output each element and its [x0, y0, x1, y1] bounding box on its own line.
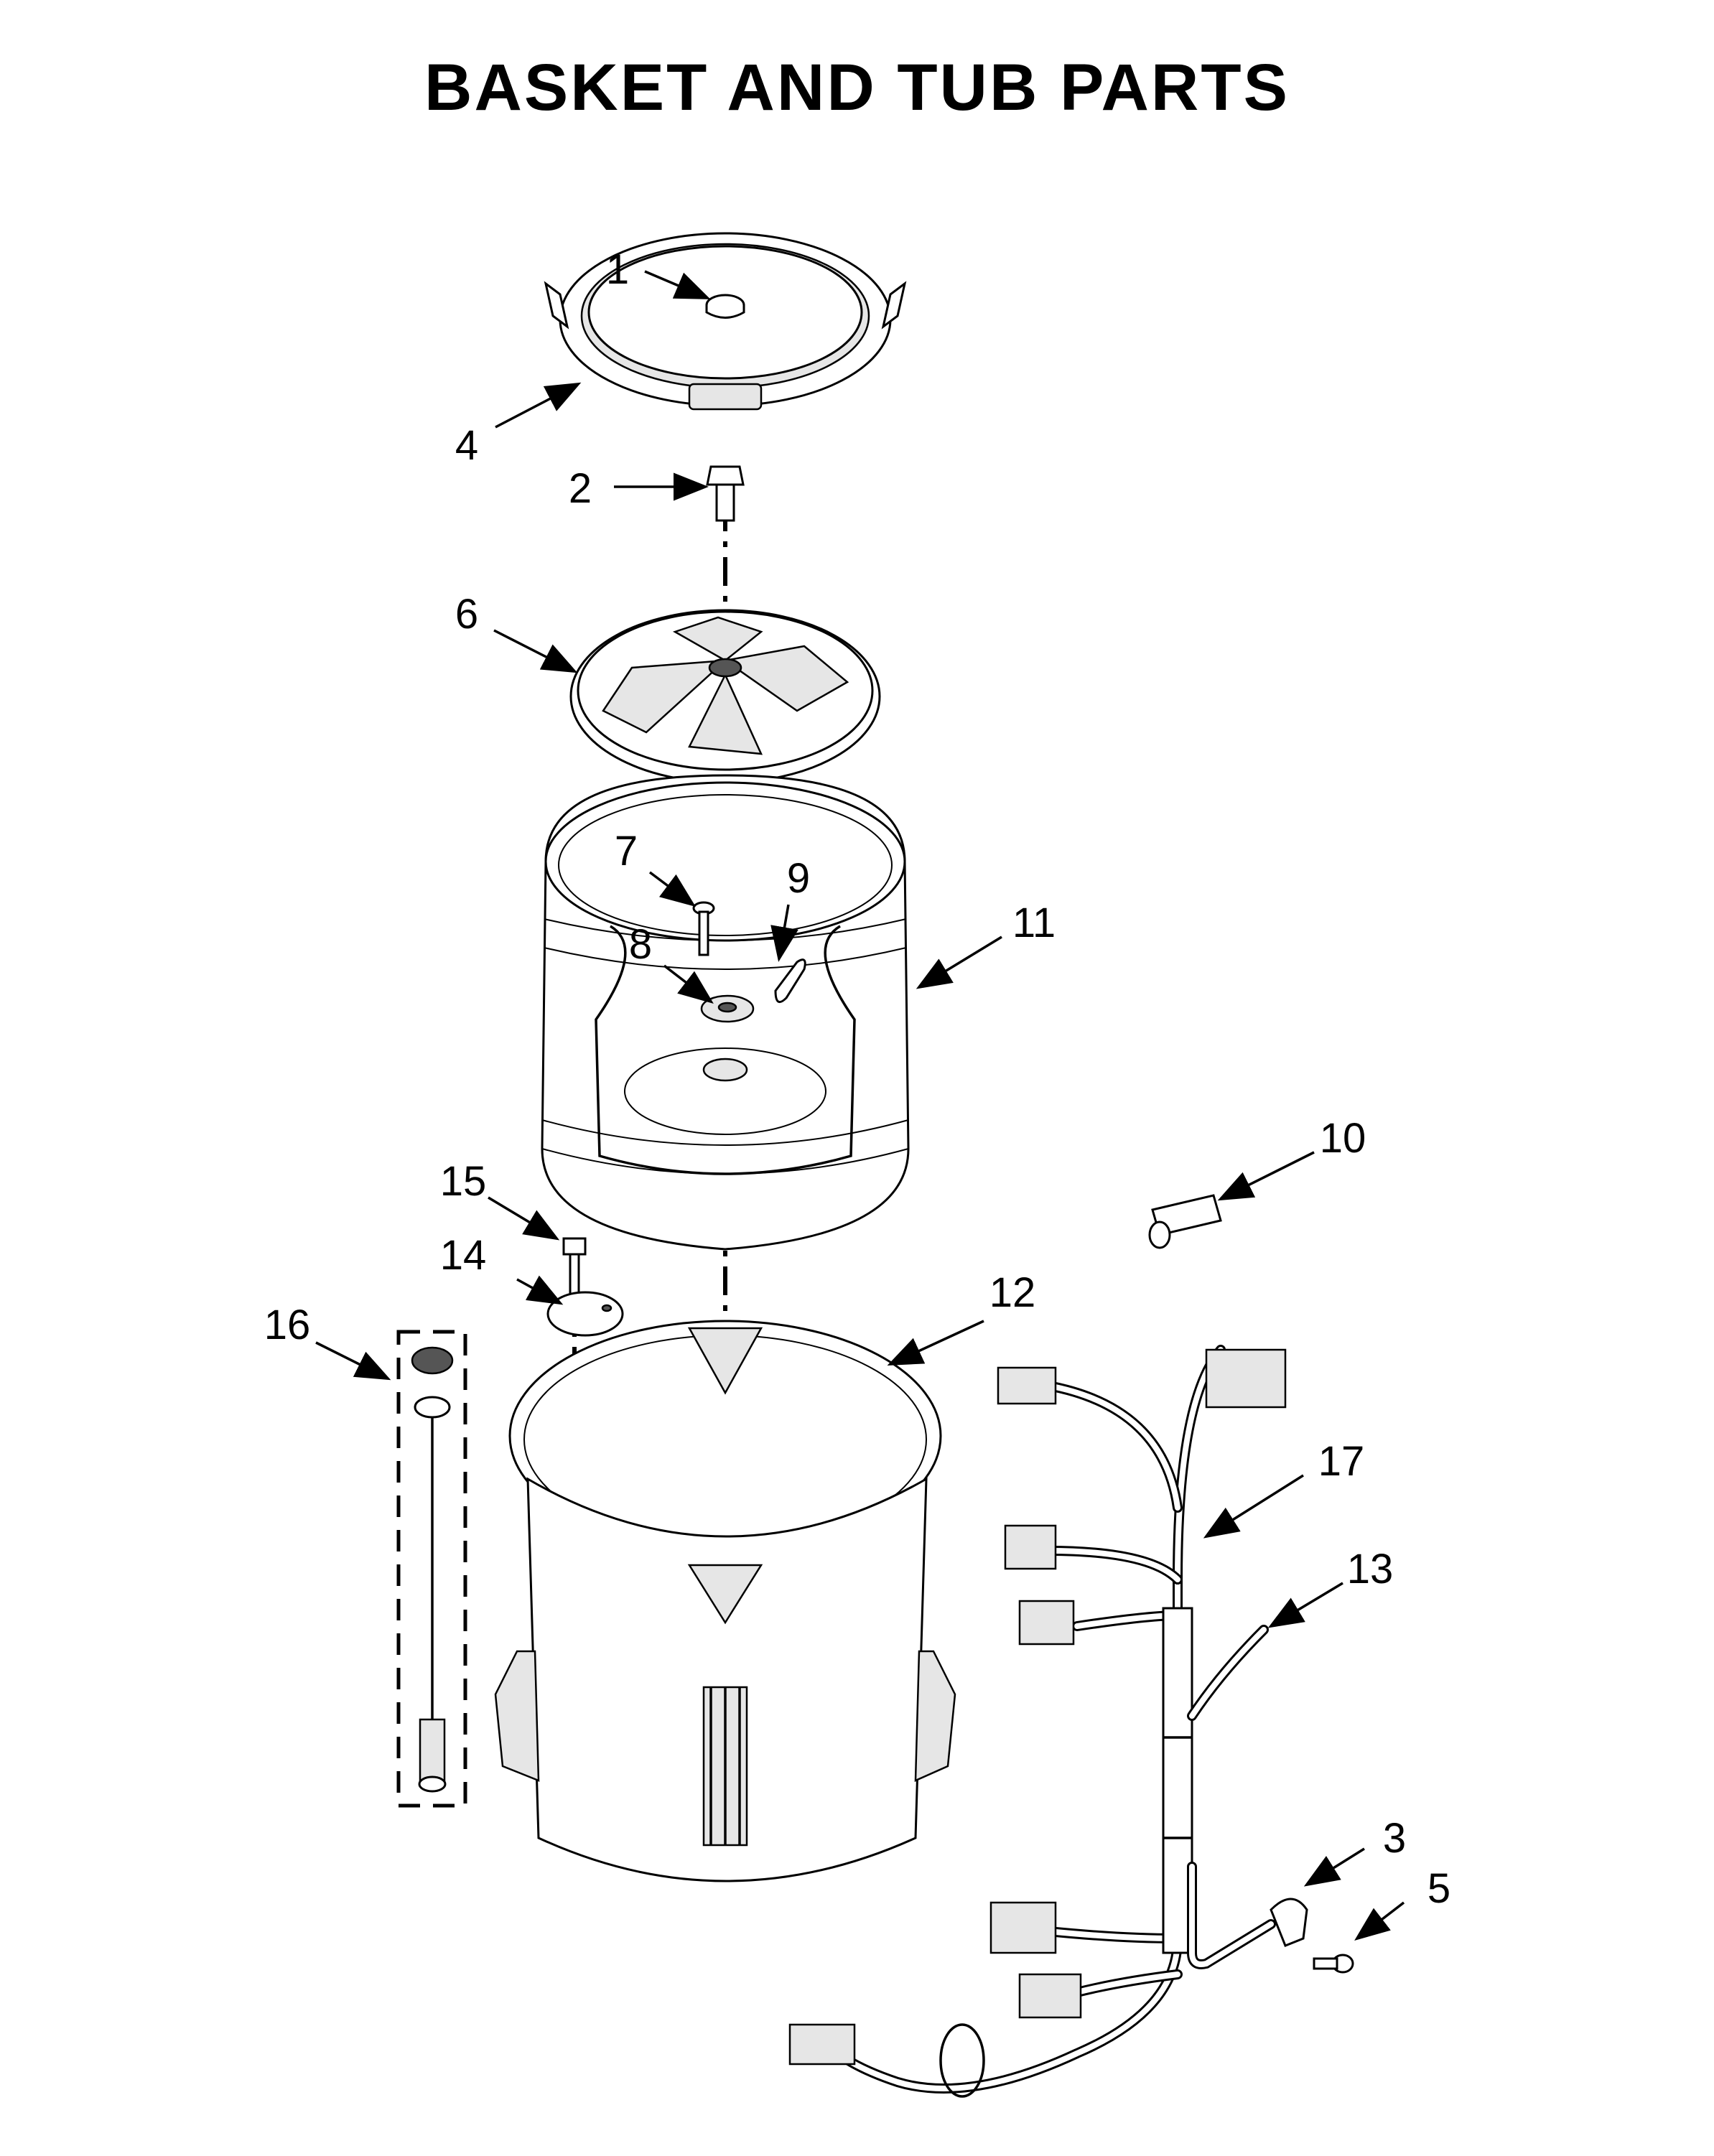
part-12-tub[interactable] [494, 1320, 956, 1882]
callout-10: 10 [1320, 1115, 1366, 1162]
part-7-screw[interactable] [692, 901, 715, 956]
leader-9 [770, 904, 798, 962]
callout-12: 12 [989, 1269, 1036, 1316]
callout-1: 1 [606, 246, 629, 293]
part-5-screw[interactable] [1313, 1954, 1354, 1974]
part-4-ring[interactable] [544, 232, 907, 411]
part-14-plate[interactable] [546, 1291, 624, 1337]
callout-8: 8 [629, 921, 652, 968]
callout-7: 7 [615, 828, 638, 874]
callout-3: 3 [1383, 1815, 1406, 1862]
part-9-clip[interactable] [774, 958, 806, 1004]
part-15-screw[interactable] [562, 1237, 587, 1299]
callout-5: 5 [1427, 1865, 1450, 1912]
leader-17 [1203, 1474, 1304, 1539]
leader-16 [315, 1341, 391, 1381]
leader-13 [1267, 1582, 1343, 1628]
part-8-washer[interactable] [700, 994, 755, 1023]
leader-8 [663, 964, 714, 1004]
callout-15: 15 [440, 1158, 487, 1205]
part-10-clip[interactable] [1148, 1194, 1222, 1249]
callout-6: 6 [455, 591, 478, 638]
leader-12 [887, 1320, 984, 1366]
part-16-suspension-rod[interactable] [396, 1330, 467, 1808]
leader-10 [1217, 1151, 1315, 1201]
callout-13: 13 [1347, 1546, 1394, 1592]
part-6-impeller[interactable] [569, 609, 881, 784]
part-2-bolt[interactable] [706, 465, 745, 522]
leader-3 [1303, 1847, 1365, 1887]
leader-6 [493, 629, 578, 673]
leader-4 [495, 382, 582, 429]
leader-5 [1354, 1901, 1405, 1941]
callout-4: 4 [455, 422, 478, 469]
leader-1 [644, 270, 711, 299]
leader-15 [488, 1196, 560, 1241]
part-1-cap[interactable] [705, 294, 745, 319]
callout-11: 11 [1012, 900, 1056, 946]
leader-11 [916, 935, 1002, 989]
callout-9: 9 [787, 855, 810, 902]
leader-7 [648, 871, 696, 907]
callout-2: 2 [569, 465, 592, 512]
leader-14 [516, 1275, 564, 1305]
callout-17: 17 [1318, 1438, 1365, 1485]
part-17-wire-harness[interactable] [788, 1345, 1287, 2098]
part-13-hose[interactable] [1187, 1625, 1276, 1969]
part-3-clamp[interactable] [1270, 1898, 1308, 1947]
callout-16: 16 [264, 1302, 311, 1348]
diagram-title: BASKET AND TUB PARTS [424, 51, 1290, 124]
callout-14: 14 [440, 1232, 487, 1279]
